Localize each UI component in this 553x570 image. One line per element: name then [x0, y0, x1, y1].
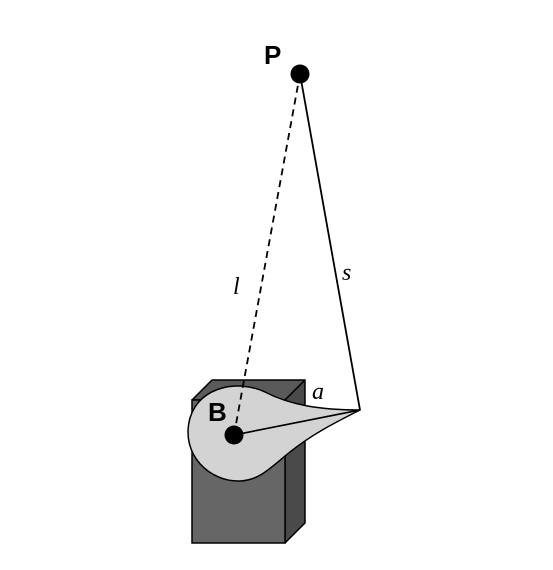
segment-l-line [233, 73, 301, 436]
label-l: l [233, 274, 240, 300]
teardrop-shape [187, 385, 361, 482]
label-a: a [312, 379, 324, 405]
point-b-dot [224, 425, 244, 445]
label-p: P [264, 40, 281, 70]
segment-s-line [299, 73, 361, 411]
point-p-dot [290, 64, 310, 84]
label-s: s [342, 260, 351, 286]
radius-line-b [233, 409, 361, 436]
label-b: B [208, 397, 227, 427]
